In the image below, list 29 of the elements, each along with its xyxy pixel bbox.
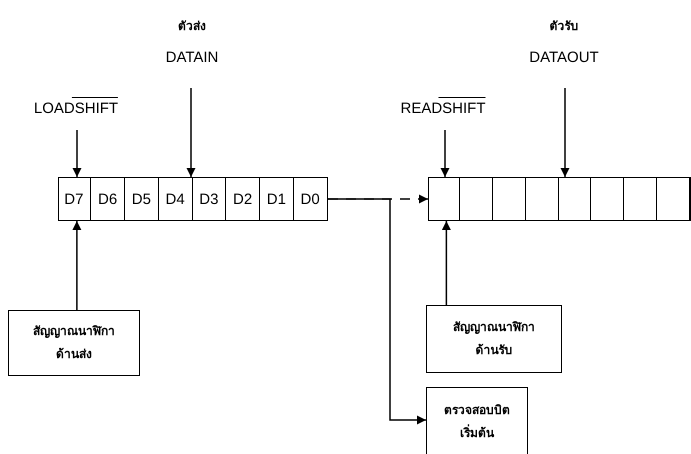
bit-label: D7 <box>64 190 84 208</box>
process-box <box>8 310 140 376</box>
process-box <box>426 305 562 373</box>
signal-label: DATAOUT <box>529 49 599 66</box>
bit-label: D2 <box>233 190 252 208</box>
shift-register <box>58 177 328 221</box>
bit-label: D5 <box>132 190 151 208</box>
process-box <box>426 387 528 454</box>
bit-label: D3 <box>199 190 218 208</box>
shift-register <box>428 177 691 221</box>
caption-label: ตัวรับ <box>550 18 578 35</box>
signal-label: LOADSHIFT <box>34 100 118 117</box>
bit-label: D1 <box>266 190 286 208</box>
arrow <box>560 88 570 177</box>
bit-label: D4 <box>166 190 185 208</box>
arrow <box>72 221 82 310</box>
bit-label: D6 <box>98 190 118 208</box>
signal-label: READSHIFT <box>400 100 486 117</box>
arrow <box>186 88 196 177</box>
arrow <box>328 194 428 204</box>
box-text: สัญญาณนาฬิกาด้านรับ <box>452 319 536 359</box>
arrow <box>440 130 450 177</box>
bit-label: D0 <box>300 190 320 208</box>
box-text: ตรวจสอบบิตเริ่มต้น <box>443 402 511 442</box>
arrow <box>442 221 451 305</box>
signal-label: DATAIN <box>166 49 218 66</box>
caption-label: ตัวส่ง <box>178 18 206 35</box>
box-text: สัญญาณนาฬิกาด้านส่ง <box>32 323 116 363</box>
arrow <box>72 130 82 177</box>
